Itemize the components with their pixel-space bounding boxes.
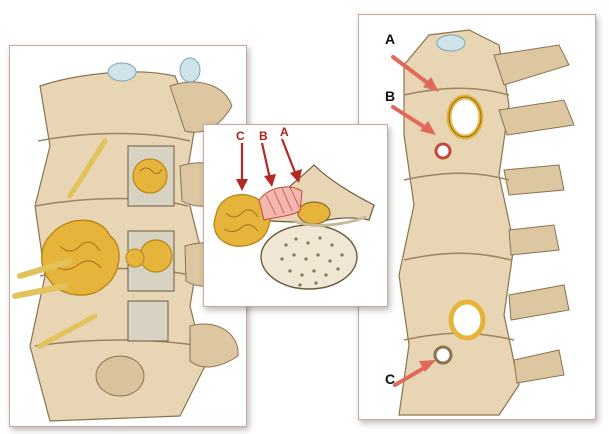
spine-lateral-illustration [391, 29, 575, 416]
center-illustration-panel: C B A [203, 124, 388, 307]
label-c: C [385, 371, 396, 387]
label-a: A [385, 31, 396, 47]
left-illustration-panel [9, 45, 247, 427]
axial-section-illustration [213, 138, 375, 290]
approach-label-c: C [236, 129, 245, 143]
approach-label-a: A [280, 125, 289, 139]
right-illustration-panel: A B C [358, 14, 596, 420]
label-b: B [385, 88, 396, 104]
approach-label-b: B [259, 129, 268, 143]
